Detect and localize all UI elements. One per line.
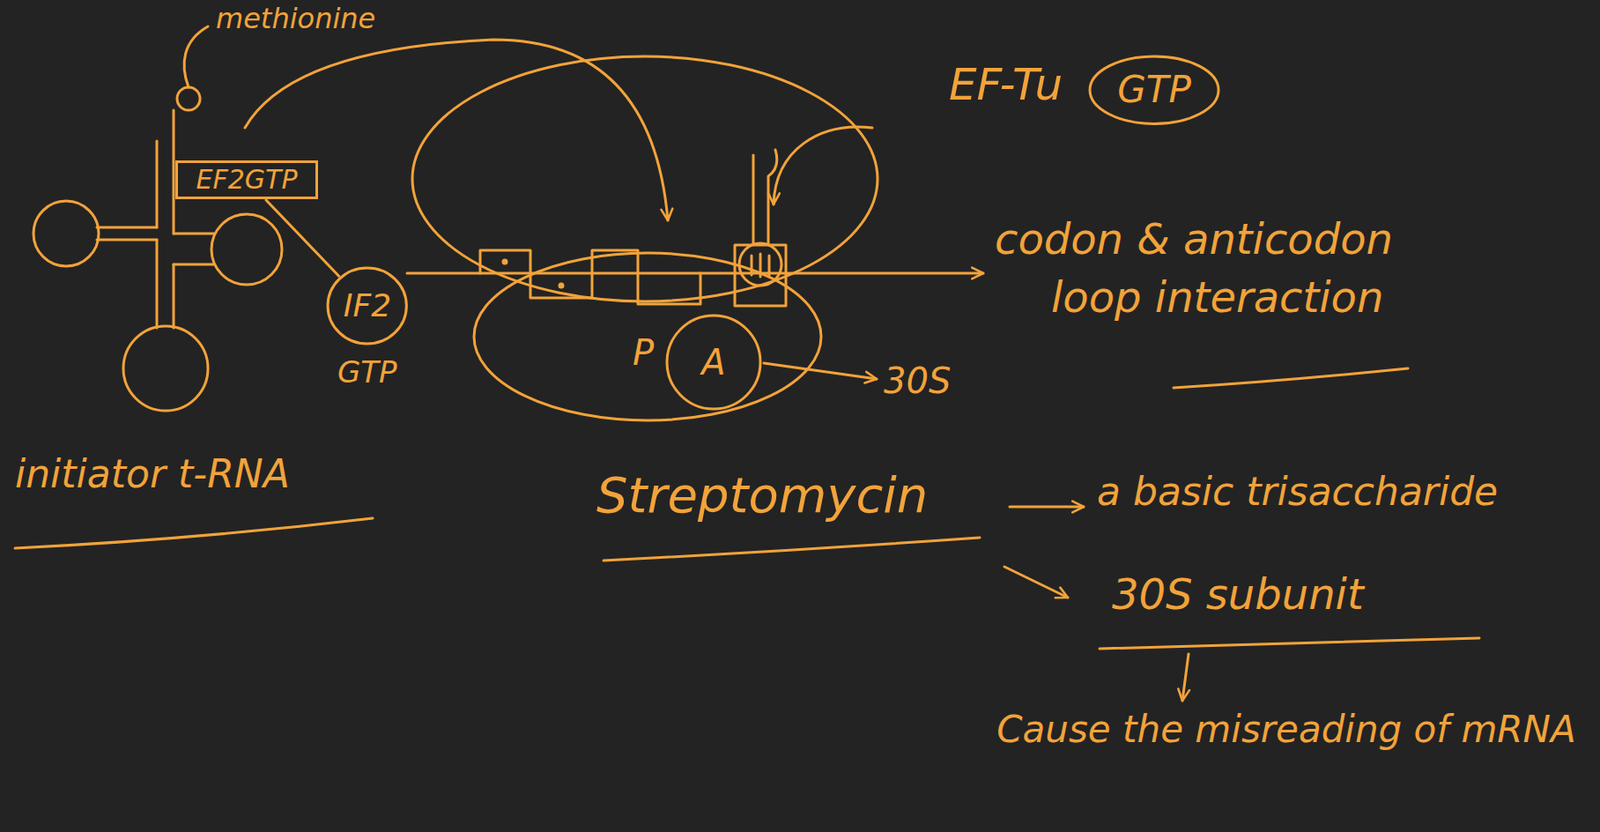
pointer-arrow bbox=[1182, 653, 1189, 701]
gtp-circle: GTP bbox=[1088, 54, 1221, 126]
circle-outline-shape bbox=[1089, 56, 1219, 124]
anticodon-loop bbox=[123, 325, 208, 411]
connector-line bbox=[266, 200, 340, 276]
node-text: EF2GTP bbox=[196, 164, 298, 196]
node-text: A bbox=[701, 341, 726, 383]
delivery-curve bbox=[773, 126, 873, 205]
underline bbox=[14, 518, 373, 549]
amino-acid-label: methionine bbox=[215, 1, 376, 36]
codon-marks bbox=[480, 250, 701, 304]
trna-loop bbox=[33, 200, 99, 267]
large-subunit-outline bbox=[412, 56, 878, 302]
mrna-strand bbox=[407, 272, 984, 275]
underline bbox=[603, 537, 980, 561]
codon-dot bbox=[559, 283, 563, 288]
note-text: Cause the misreading of mRNA bbox=[986, 704, 1586, 755]
a-site-trna bbox=[734, 149, 786, 306]
anticodon-hatch bbox=[751, 253, 770, 277]
site-circle: A bbox=[665, 313, 763, 411]
pointer-arrow bbox=[763, 362, 877, 379]
cofactor-label: GTP bbox=[337, 354, 398, 391]
codon-dot bbox=[503, 259, 507, 264]
circle-outline-shape bbox=[666, 315, 761, 409]
heading-text: initiator t-RNA bbox=[14, 451, 290, 498]
node-text: IF2 bbox=[343, 287, 392, 324]
factor-box: EF2GTP bbox=[175, 160, 319, 200]
trna-arm bbox=[96, 227, 157, 240]
underline bbox=[1173, 368, 1408, 388]
note-text: 30S subunit bbox=[1111, 569, 1364, 621]
site-label: P bbox=[632, 331, 654, 374]
note-text: codon & anticodon loop interaction bbox=[994, 209, 1453, 326]
pointer-arrow bbox=[1009, 505, 1084, 509]
small-subunit-outline bbox=[474, 252, 822, 421]
trna-loop bbox=[211, 214, 282, 285]
factor-label: EF-Tu bbox=[948, 58, 1063, 112]
heading-text: Streptomycin bbox=[596, 465, 928, 525]
pointer-arrow bbox=[1004, 566, 1068, 598]
node-text: GTP bbox=[1117, 68, 1192, 112]
anticodon-circle bbox=[739, 243, 782, 286]
trna-stem bbox=[156, 110, 174, 328]
circle-outline-shape bbox=[327, 267, 407, 344]
amino-acid-circle bbox=[177, 87, 200, 111]
trna-cloverleaf bbox=[33, 110, 282, 411]
leader-line bbox=[184, 26, 208, 88]
underline bbox=[1099, 637, 1480, 649]
subunit-label: 30S bbox=[883, 359, 951, 402]
trna-arm bbox=[173, 233, 215, 265]
note-text: a basic trisaccharide bbox=[1096, 468, 1498, 516]
factor-circle: IF2 bbox=[325, 266, 408, 346]
